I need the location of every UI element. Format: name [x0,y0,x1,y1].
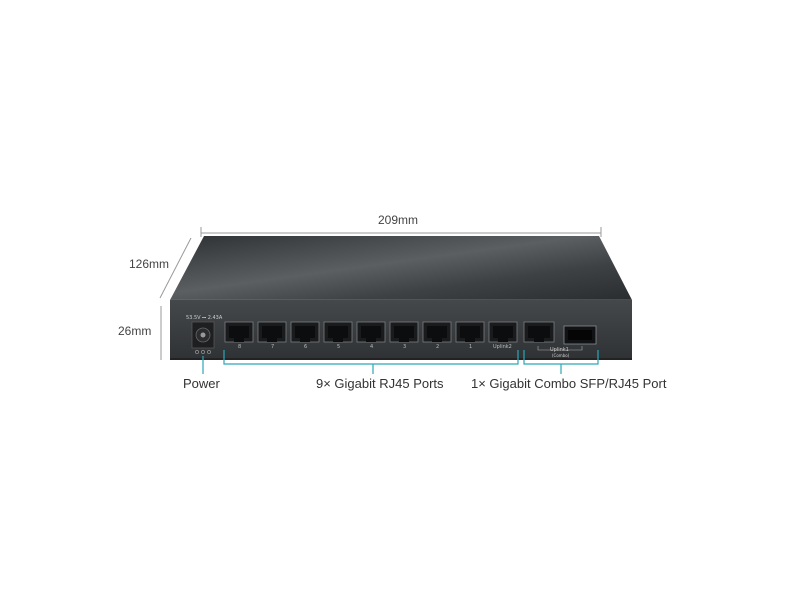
rj45-port-1 [455,321,485,343]
rj45-port-7 [257,321,287,343]
port-label-2: 2 [436,344,440,350]
power-jack [191,321,215,354]
rj45-port-8 [224,321,254,343]
width-dimension-label: 209mm [378,213,419,227]
power-callout: Power [183,376,220,391]
rj45-port-6 [290,321,320,343]
rj45-port-3 [389,321,419,343]
port-label-3: 3 [403,344,407,350]
dimension-lines [159,227,602,360]
rj45-port-uplink2 [488,321,518,343]
rj45-port-5 [323,321,353,343]
power-jack-rating: 53.5V ⎓ 2.43A [186,315,223,321]
rj45-port-2 [422,321,452,343]
height-dimension-label: 26mm [118,324,152,338]
uplink1-label: Uplink1 [550,347,569,353]
switch-top-surface [170,236,632,300]
port-label-1: 1 [469,344,473,350]
rj45-ports-callout: 9× Gigabit RJ45 Ports [316,376,444,391]
port-label-6: 6 [304,344,308,350]
port-label-7: 7 [271,344,275,350]
combo-port-group [523,321,597,351]
rj45-port-group [224,321,518,343]
port-label-uplink2: Uplink2 [493,344,512,350]
combo-port-callout: 1× Gigabit Combo SFP/RJ45 Port [471,376,667,391]
depth-dimension-label: 126mm [129,257,170,271]
rj45-port-4 [356,321,386,343]
port-label-4: 4 [370,344,374,350]
callout-lines [202,350,599,374]
port-label-8: 8 [238,344,242,350]
uplink1-sublabel: (Combo) [552,353,570,358]
port-label-5: 5 [337,344,341,350]
